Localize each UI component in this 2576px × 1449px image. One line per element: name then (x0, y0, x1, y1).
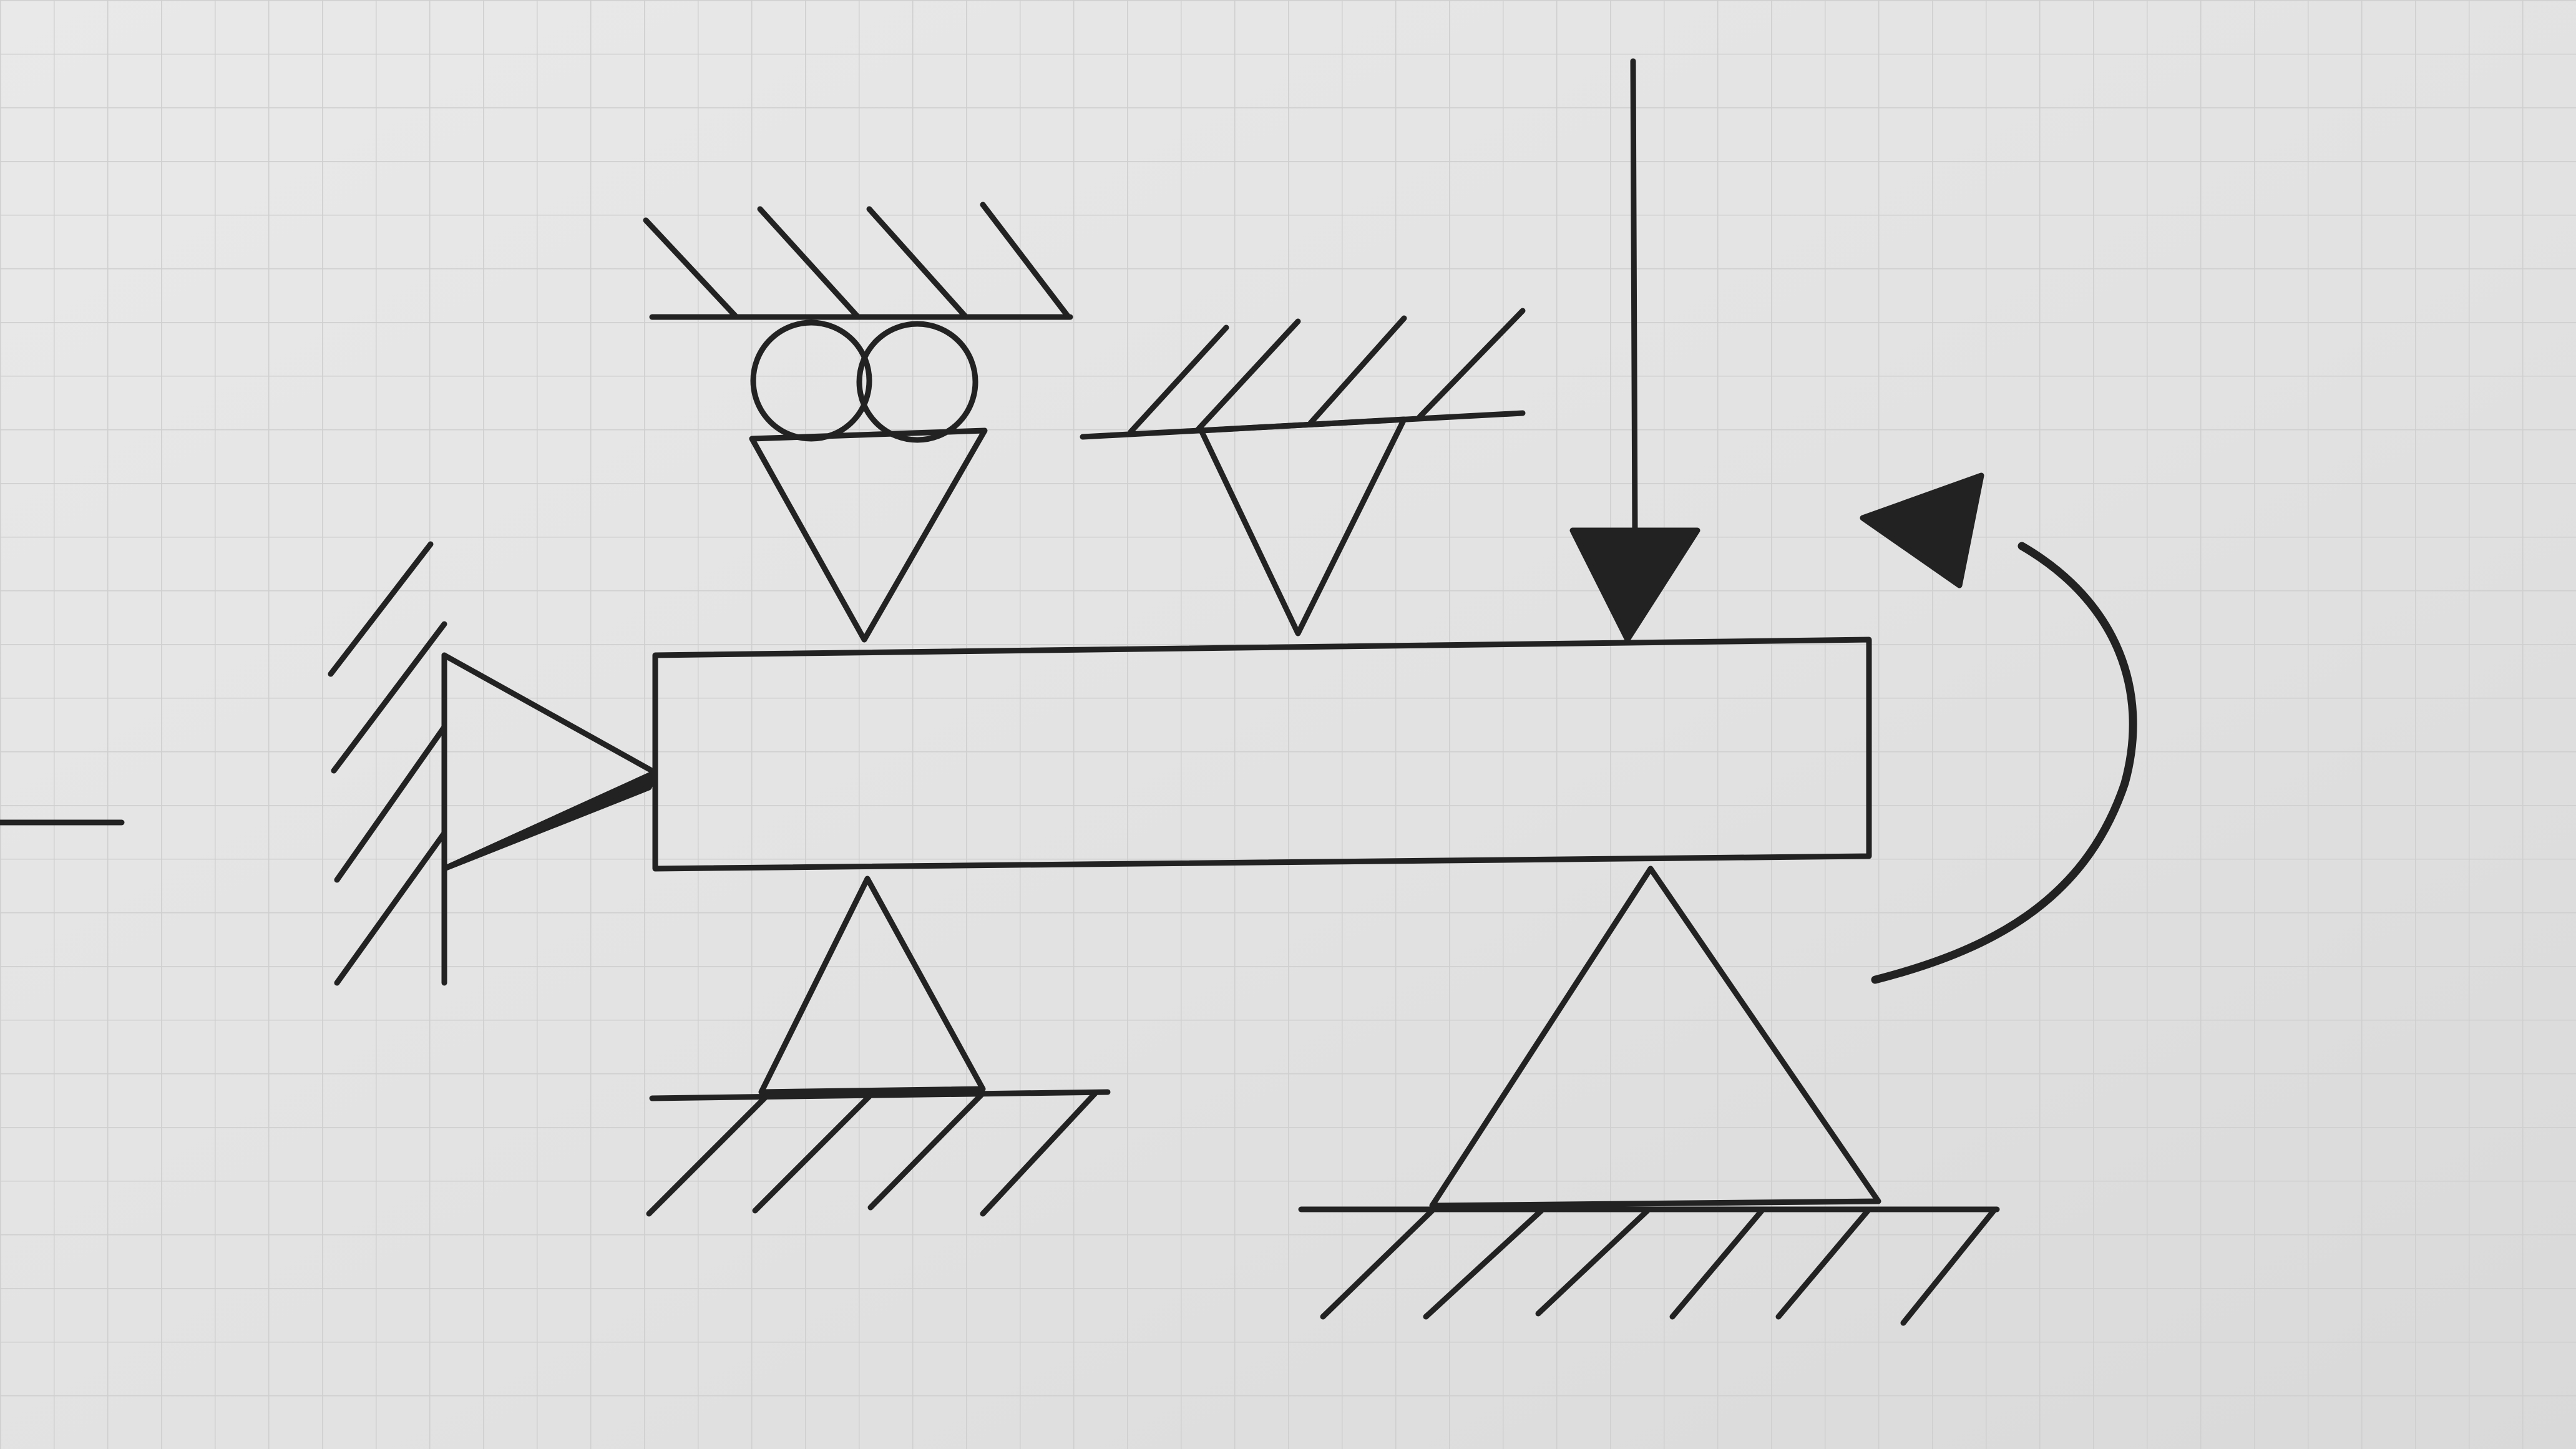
pin-support-top (1080, 308, 1526, 637)
point-load-arrow (1569, 58, 1700, 643)
roller-support-top (643, 202, 1073, 643)
pin-support-bottom-left (646, 876, 1111, 1217)
fixed-pin-support-left (328, 541, 658, 986)
beam (652, 637, 1872, 872)
pin-support-bottom-right (1298, 866, 2000, 1326)
moment-arrow (1860, 472, 2137, 984)
